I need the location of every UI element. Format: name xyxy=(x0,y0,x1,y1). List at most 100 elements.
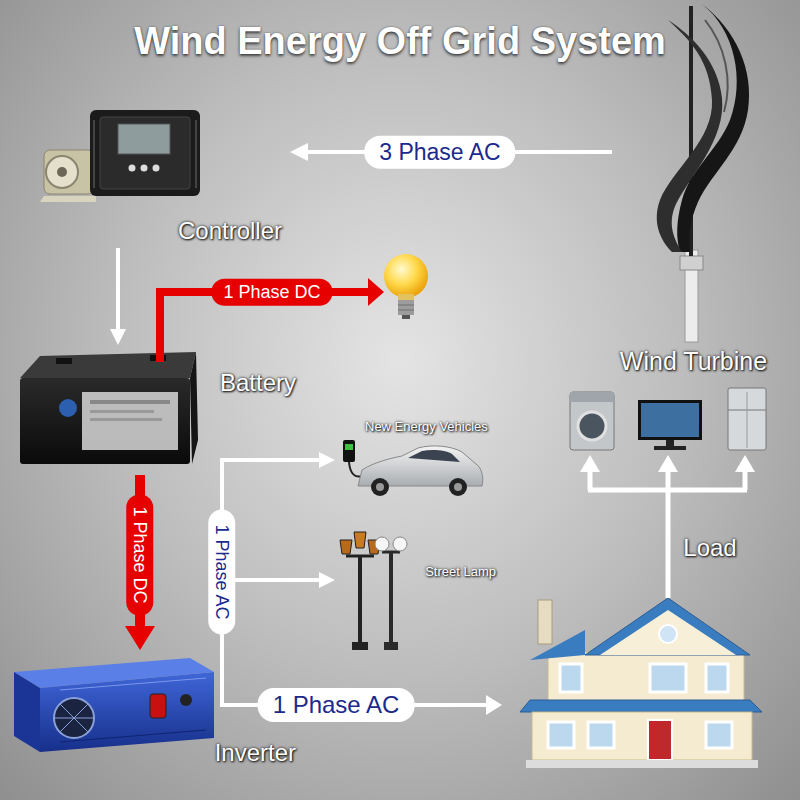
battery-illustration-part xyxy=(59,399,77,417)
controller-illustration xyxy=(40,110,200,202)
street-lamp-illustration xyxy=(340,532,407,650)
appliance-illustration-part xyxy=(728,388,766,450)
street-lamp-node: Street Lamp xyxy=(335,528,500,652)
diagram-title: Wind Energy Off Grid System xyxy=(134,20,666,62)
label-holder: Load xyxy=(683,533,736,563)
connector xyxy=(110,248,126,345)
label-holder: 1 Phase DC xyxy=(211,279,332,306)
connector-line xyxy=(222,580,322,650)
appliance-illustration-part xyxy=(578,412,606,440)
appliance-illustration-part xyxy=(666,440,674,446)
vehicle-illustration-part xyxy=(454,483,462,491)
vehicle-illustration-part xyxy=(345,444,353,450)
phase-label: 1 Phase DC xyxy=(127,494,154,615)
vehicle-illustration-part xyxy=(349,462,362,477)
controller-illustration-part xyxy=(46,156,78,188)
arrowhead xyxy=(319,572,335,588)
street-lamp-illustration-part xyxy=(340,540,352,554)
inverter-illustration-part xyxy=(150,694,166,718)
load-wires-part xyxy=(658,455,678,472)
battery-illustration-part xyxy=(82,392,178,450)
house-illustration-part xyxy=(530,630,585,660)
battery-illustration-part xyxy=(20,352,196,378)
house-illustration-part xyxy=(659,625,677,643)
battery-to-bulb-wire-part xyxy=(368,278,384,306)
appliance-illustration-part xyxy=(654,446,686,450)
label-holder: 1 Phase AC xyxy=(258,688,415,722)
label-holder: 1 Phase AC xyxy=(209,509,236,634)
controller-illustration-part xyxy=(90,110,200,196)
street-lamp-illustration-part xyxy=(354,532,366,548)
wind-turbine-illustration-part xyxy=(680,256,703,270)
inverter-to-house-wire-part xyxy=(486,695,502,715)
battery-illustration-part xyxy=(90,418,162,421)
appliance-illustration xyxy=(570,388,766,450)
controller-illustration-part xyxy=(93,120,95,188)
battery-illustration-part xyxy=(190,352,198,464)
controller-illustration-part xyxy=(118,124,170,154)
phase-label: 1 Phase AC xyxy=(209,509,236,634)
phase-label: 1 Phase AC xyxy=(258,688,415,722)
load-label: Load xyxy=(683,533,736,563)
house-illustration-part xyxy=(526,760,758,768)
inverter-illustration-part xyxy=(40,672,214,752)
battery-illustration-part xyxy=(90,410,154,413)
label-holder: 3 Phase AC xyxy=(364,136,515,169)
inverter-illustration-part xyxy=(14,672,40,752)
appliance-illustration-part xyxy=(641,403,699,437)
controller-node: Controller xyxy=(35,105,290,248)
node-label: Wind Turbine xyxy=(620,346,767,376)
arrowhead xyxy=(110,329,126,345)
house-illustration-part xyxy=(520,700,762,712)
light-bulb-illustration-part xyxy=(398,310,414,311)
house-illustration-part xyxy=(706,664,728,692)
controller-illustration-part xyxy=(153,165,160,172)
wind-turbine-illustration-part xyxy=(657,20,723,252)
house-illustration-part xyxy=(600,610,736,655)
turbine-node: Wind Turbine xyxy=(612,5,775,380)
connector-line xyxy=(116,248,120,332)
load-wires-part xyxy=(580,455,600,472)
battery-illustration-part xyxy=(20,378,190,464)
connector-line xyxy=(222,460,322,650)
house-illustration-part xyxy=(588,722,614,748)
light-bulb-illustration-part xyxy=(398,294,414,300)
light-bulb-illustration-part xyxy=(384,254,428,298)
phase-label: 1 Phase DC xyxy=(211,279,332,306)
node-label: Inverter xyxy=(215,739,296,768)
battery-illustration-part xyxy=(56,358,72,364)
load-wires xyxy=(580,455,755,598)
house-illustration-part xyxy=(532,712,752,760)
phase-label: 3 Phase AC xyxy=(364,136,515,169)
house-illustration xyxy=(520,598,762,768)
inverter-node: Inverter xyxy=(8,650,300,772)
battery-to-bulb-wire xyxy=(160,278,384,362)
street-lamp-illustration-part xyxy=(393,537,407,551)
connector xyxy=(222,452,335,650)
controller-illustration-part xyxy=(141,165,148,172)
vehicle-node: New Energy Vehicles xyxy=(335,415,520,500)
arrowhead xyxy=(125,626,155,650)
controller-illustration-part xyxy=(100,117,190,189)
house-illustration-part xyxy=(560,664,582,692)
arrowhead xyxy=(290,143,308,161)
controller-illustration-part xyxy=(57,167,67,177)
appliance-illustration-part xyxy=(570,392,614,402)
node-label: Battery xyxy=(220,369,296,398)
title-bar: Wind Energy Off Grid System xyxy=(0,20,800,63)
controller-illustration-part xyxy=(40,196,96,202)
battery-illustration xyxy=(20,352,198,464)
street-lamp-illustration-part xyxy=(346,555,374,558)
vehicle-illustration xyxy=(343,440,483,496)
light-bulb-illustration xyxy=(384,254,428,319)
controller-illustration-part xyxy=(195,120,197,188)
light-bulb-illustration-part xyxy=(402,315,410,319)
light-bulb-illustration-part xyxy=(398,300,414,315)
connector xyxy=(222,572,335,650)
controller-illustration-part xyxy=(129,165,136,172)
label-holder: 1 Phase DC xyxy=(127,494,154,615)
